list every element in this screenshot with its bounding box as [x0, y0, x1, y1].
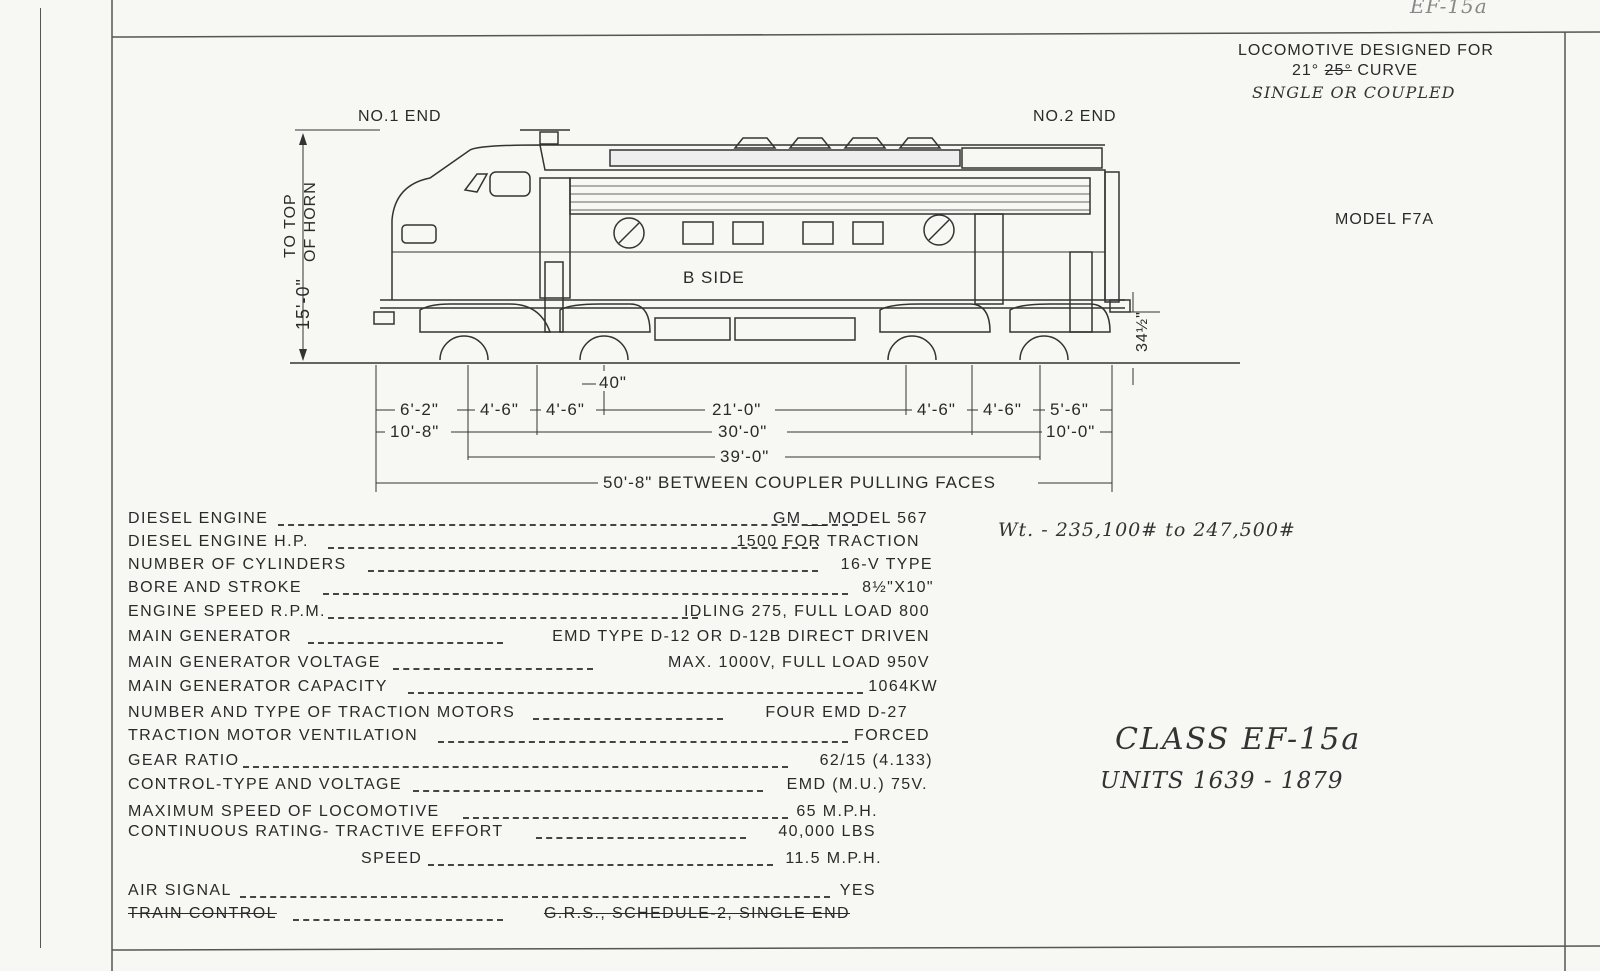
spec-label: DIESEL ENGINE — [128, 510, 269, 527]
dim-4-6-d: 4'-6" — [983, 400, 1022, 419]
spec-value: 16-V TYPE — [840, 556, 933, 573]
spec-row: DIESEL ENGINE H.P. 1500 FOR TRACTION — [128, 533, 958, 555]
spec-value: MAX. 1000V, FULL LOAD 950V — [667, 654, 930, 671]
dim-4-6-b: 4'-6" — [546, 400, 585, 419]
spec-row: ENGINE SPEED R.P.M. IDLING 275, FULL LOA… — [128, 603, 958, 625]
spec-label: TRACTION MOTOR VENTILATION — [128, 727, 419, 744]
dim-40: 40" — [599, 373, 627, 392]
spec-value: G.R.S., SCHEDULE-2, SINGLE END — [543, 905, 850, 922]
height-value: 15'-0" — [293, 278, 313, 330]
height-label-2: OF HORN — [302, 181, 319, 262]
spec-value: 40,000 LBS — [778, 823, 876, 840]
spec-label: SPEED — [361, 850, 423, 867]
no2-end: NO.2 END — [1033, 108, 1117, 125]
spec-label: GEAR RATIO — [128, 752, 240, 769]
spec-label: AIR SIGNAL — [128, 882, 232, 899]
spec-label: DIESEL ENGINE H.P. — [128, 533, 309, 550]
model-label: MODEL F7A — [1335, 211, 1435, 228]
corner-mark: EF-15a — [1410, 0, 1488, 18]
curve-degree: 21° — [1292, 62, 1320, 79]
spec-value: FORCED — [854, 727, 930, 744]
spec-value: 65 M.P.H. — [796, 803, 878, 820]
spec-label: MAIN GENERATOR CAPACITY — [128, 678, 388, 695]
spec-row: MAIN GENERATOR VOLTAGE MAX. 1000V, FULL … — [128, 654, 958, 676]
dim-39-0: 39'-0" — [720, 447, 769, 466]
spec-row: TRACTION MOTOR VENTILATION FORCED — [128, 727, 958, 749]
design-note-line2: 21° 25° CURVE — [1292, 62, 1418, 80]
dim-10-0: 10'-0" — [1046, 422, 1095, 441]
units-label: UNITS 1639 - 1879 — [1100, 768, 1344, 794]
spec-value: GM __MODEL 567 — [772, 510, 928, 527]
spec-label: BORE AND STROKE — [128, 579, 302, 596]
spec-row: DIESEL ENGINE GM __MODEL 567 — [128, 510, 958, 532]
spec-label: TRAIN CONTROL — [128, 905, 277, 922]
side-label: B SIDE — [683, 268, 745, 287]
spec-row: MAIN GENERATOR CAPACITY 1064KW — [128, 678, 958, 700]
spec-row: MAIN GENERATOR EMD TYPE D-12 OR D-12B DI… — [128, 628, 958, 650]
spec-value: FOUR EMD D-27 — [765, 704, 908, 721]
dim-4-6-c: 4'-6" — [917, 400, 956, 419]
left-margin-line — [40, 8, 41, 948]
spec-row: BORE AND STROKE 8½"X10" — [128, 579, 958, 601]
curve-degree-struck: 25° — [1324, 62, 1352, 79]
spec-label: MAIN GENERATOR VOLTAGE — [128, 654, 381, 671]
spec-row: AIR SIGNAL YES — [128, 882, 958, 904]
curve-word: CURVE — [1357, 62, 1419, 79]
spec-row: NUMBER AND TYPE OF TRACTION MOTORS FOUR … — [128, 704, 958, 726]
dim-10-8: 10'-8" — [390, 422, 439, 441]
spec-value: IDLING 275, FULL LOAD 800 — [683, 603, 930, 620]
spec-label: CONTINUOUS RATING- TRACTIVE EFFORT — [128, 823, 504, 840]
dim-4-6-a: 4'-6" — [480, 400, 519, 419]
class-label: CLASS EF-15a — [1115, 722, 1362, 757]
dim-30-0: 30'-0" — [718, 422, 767, 441]
dimension-labels: 6'-2" 4'-6" 4'-6" 21'-0" 4'-6" 4'-6" 5'-… — [385, 371, 1100, 494]
spec-label: ENGINE SPEED R.P.M. — [128, 603, 326, 620]
spec-row: CONTINUOUS RATING- TRACTIVE EFFORT 40,00… — [128, 823, 958, 845]
spec-label: NUMBER AND TYPE OF TRACTION MOTORS — [128, 704, 516, 721]
spec-row: GEAR RATIO 62/15 (4.133) — [128, 752, 958, 774]
dim-50-8: 50'-8" BETWEEN COUPLER PULLING FACES — [603, 473, 996, 492]
rail-height: 34½" — [1134, 311, 1151, 352]
spec-row: TRAIN CONTROL G.R.S., SCHEDULE-2, SINGLE… — [128, 905, 958, 927]
design-note-line1: LOCOMOTIVE DESIGNED FOR — [1238, 42, 1494, 59]
spec-value: EMD (M.U.) 75V. — [786, 776, 928, 793]
spec-label: MAIN GENERATOR — [128, 628, 292, 645]
spec-value: 1064KW — [868, 678, 938, 695]
spec-row: SPEED 11.5 M.P.H. — [128, 850, 958, 872]
spec-row: MAXIMUM SPEED OF LOCOMOTIVE 65 M.P.H. — [128, 803, 958, 825]
spec-label: NUMBER OF CYLINDERS — [128, 556, 347, 573]
spec-label: MAXIMUM SPEED OF LOCOMOTIVE — [128, 803, 440, 820]
weight-note: Wt. - 235,100# to 247,500# — [998, 519, 1296, 541]
locomotive-drawing — [373, 129, 1131, 361]
spec-row: NUMBER OF CYLINDERS 16-V TYPE — [128, 556, 958, 578]
spec-value: 1500 FOR TRACTION — [736, 533, 920, 550]
spec-value: 8½"X10" — [862, 579, 934, 596]
height-label-1: TO TOP — [282, 193, 299, 258]
spec-value: 62/15 (4.133) — [819, 752, 933, 769]
design-note-line3: SINGLE OR COUPLED — [1252, 83, 1456, 102]
dim-6-2: 6'-2" — [400, 400, 439, 419]
no1-end: NO.1 END — [358, 108, 442, 125]
spec-row: CONTROL-TYPE AND VOLTAGE EMD (M.U.) 75V. — [128, 776, 958, 798]
spec-label: CONTROL-TYPE AND VOLTAGE — [128, 776, 402, 793]
dim-5-6: 5'-6" — [1050, 400, 1089, 419]
spec-value: EMD TYPE D-12 OR D-12B DIRECT DRIVEN — [552, 628, 930, 645]
spec-value: 11.5 M.P.H. — [785, 850, 882, 867]
dim-21-0: 21'-0" — [712, 400, 761, 419]
spec-value: YES — [839, 882, 876, 899]
